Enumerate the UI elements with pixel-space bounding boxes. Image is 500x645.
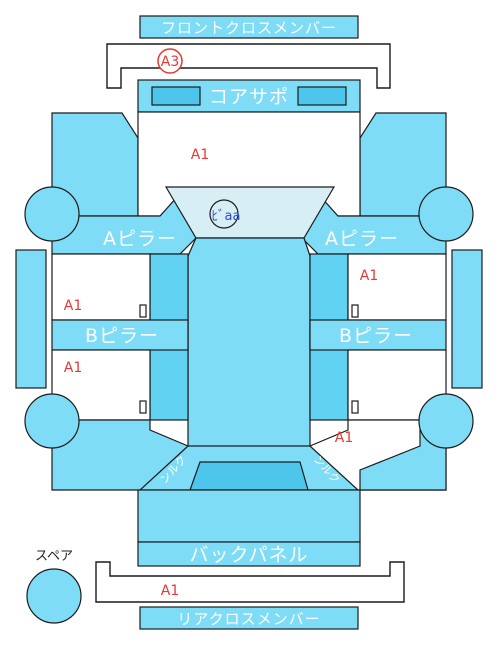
roof[interactable] xyxy=(187,237,311,463)
right-side-sill[interactable] xyxy=(451,249,483,389)
windshield-mark: ﾋﾞaa xyxy=(212,209,241,224)
right-rear-door[interactable] xyxy=(347,349,447,421)
right-front-door[interactable] xyxy=(347,253,447,321)
right-a-pillar-label: Aピラー xyxy=(325,228,399,250)
rear-left-wheel[interactable] xyxy=(24,393,80,449)
back-panel[interactable] xyxy=(137,541,361,567)
core-support-right-hole xyxy=(297,86,347,106)
rear-member-grade: A1 xyxy=(161,583,179,599)
left-b-pillar-label: Bピラー xyxy=(85,325,159,347)
rear-cross-member[interactable] xyxy=(139,606,359,630)
front-member-grade: A3 xyxy=(161,54,179,70)
right-rear-grade: A1 xyxy=(335,430,353,446)
core-support-left-hole xyxy=(151,86,201,106)
left-rear-door-grade: A1 xyxy=(64,360,82,376)
rear-member-outline[interactable] xyxy=(95,561,405,603)
back-panel-label: バックパネル xyxy=(189,544,308,566)
rear-cross-member-label: リアクロスメンバー xyxy=(177,610,320,628)
rear-panel-upper[interactable] xyxy=(137,489,361,543)
left-a-pillar-label: Aピラー xyxy=(103,228,177,250)
right-front-door-handle xyxy=(351,304,359,318)
hood-grade: A1 xyxy=(191,147,209,163)
left-b-pillar[interactable] xyxy=(51,319,189,351)
rear-right-wheel[interactable] xyxy=(418,393,474,449)
front-cross-member-label: フロントクロスメンバー xyxy=(161,19,337,37)
front-member-outline[interactable] xyxy=(106,43,391,89)
left-front-door-handle xyxy=(139,304,147,318)
windshield-mark-circle xyxy=(209,199,239,229)
left-side-sill[interactable] xyxy=(15,249,47,389)
spare-tire[interactable] xyxy=(26,568,82,624)
right-b-pillar-label: Bピラー xyxy=(339,325,413,347)
trunk-lid[interactable] xyxy=(189,461,309,491)
windshield[interactable] xyxy=(164,186,336,239)
front-right-wheel[interactable] xyxy=(418,186,474,242)
front-member-grade-circle xyxy=(157,48,183,74)
spare-label: スペア xyxy=(35,549,73,564)
right-front-door-grade: A1 xyxy=(360,268,378,284)
right-rear-door-handle xyxy=(351,400,359,414)
left-rear-door-handle xyxy=(139,400,147,414)
left-front-door-grade: A1 xyxy=(64,298,82,314)
left-front-door[interactable] xyxy=(51,253,151,321)
core-support-label: コアサポ xyxy=(209,86,289,108)
front-cross-member[interactable] xyxy=(139,15,359,39)
front-left-wheel[interactable] xyxy=(24,186,80,242)
